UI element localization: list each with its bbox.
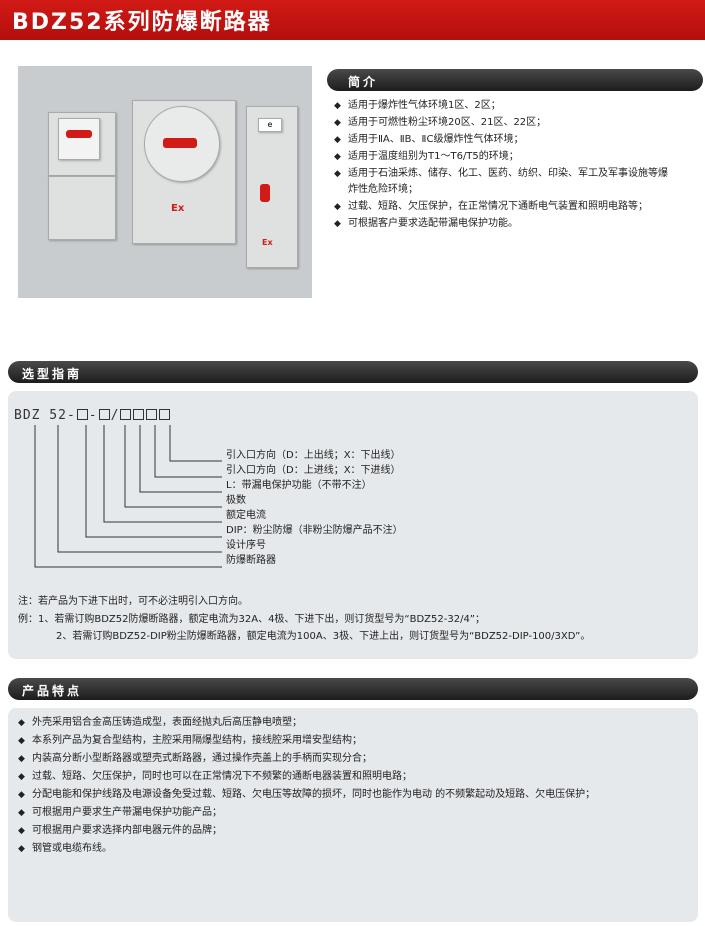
legend-label: DIP：粉尘防爆（非粉尘防爆产品不注） — [226, 525, 403, 536]
model-code: BDZ 52--/ — [14, 408, 171, 423]
selection-note: 注：若产品为下进下出时，可不必注明引入口方向。 — [18, 596, 248, 607]
page-title: BDZ52系列防爆断路器 — [12, 10, 272, 35]
legend-label: L：带漏电保护功能（不带不注） — [226, 480, 372, 491]
intro-header — [327, 69, 703, 91]
switch-handle — [66, 130, 92, 138]
legend-label: 额定电流 — [226, 510, 266, 521]
legend-label: 极数 — [226, 495, 246, 506]
legend-label: 引入口方向（D：上出线；X：下出线） — [226, 450, 401, 461]
intro-heading: 简介 — [348, 75, 379, 89]
e-label-plate: e — [258, 118, 282, 132]
right-enclosure — [246, 106, 298, 268]
rotary-handle — [163, 138, 197, 148]
features-heading: 产品特点 — [22, 684, 83, 698]
features-panel — [8, 708, 698, 922]
selection-panel — [8, 391, 698, 659]
selection-example-1: 例：1、若需订购BDZ52防爆断路器，额定电流为32A、4极、下进下出，则订货型… — [18, 614, 485, 625]
product-photo: Ex e Ex — [18, 66, 312, 298]
features-header — [8, 678, 698, 700]
right-switch-handle — [260, 184, 270, 202]
selection-example-2: 2、若需订购BDZ52-DIP粉尘防爆断路器，额定电流为100A、3极、下进上出… — [56, 631, 591, 642]
legend-label: 引入口方向（D：上进线；X：下进线） — [226, 465, 401, 476]
selection-header — [8, 361, 698, 383]
legend-label: 设计序号 — [226, 540, 266, 551]
selection-heading: 选型指南 — [22, 367, 83, 381]
left-enclosure-bottom — [48, 176, 116, 240]
ex-mark-small: Ex — [262, 238, 273, 247]
switch-plate — [58, 118, 100, 160]
legend-label: 防爆断路器 — [226, 555, 276, 566]
ex-mark: Ex — [171, 203, 185, 214]
title-bar: BDZ52系列防爆断路器 — [0, 0, 705, 40]
